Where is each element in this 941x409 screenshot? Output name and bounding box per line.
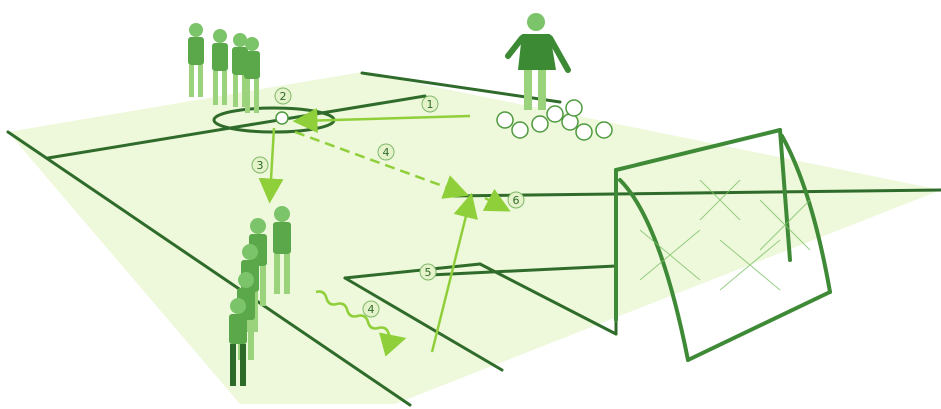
ball-icon bbox=[547, 106, 563, 122]
svg-text:3: 3 bbox=[257, 159, 264, 172]
svg-text:4: 4 bbox=[383, 146, 390, 159]
ball-icon bbox=[596, 122, 612, 138]
step-label-5: 5 bbox=[420, 264, 436, 280]
player-figure bbox=[188, 23, 204, 97]
ball-icon bbox=[276, 112, 288, 124]
player-figure bbox=[212, 29, 228, 105]
player-group-top bbox=[188, 23, 260, 113]
step-label-1: 1 bbox=[422, 96, 438, 112]
step-label-2: 2 bbox=[275, 88, 291, 104]
svg-text:1: 1 bbox=[427, 98, 434, 111]
step-label-4-dashed: 4 bbox=[378, 144, 394, 160]
step-label-6: 6 bbox=[508, 192, 524, 208]
ball-icon bbox=[566, 100, 582, 116]
ball-icon bbox=[576, 124, 592, 140]
ball-icon bbox=[532, 116, 548, 132]
svg-text:4: 4 bbox=[368, 303, 375, 316]
svg-text:2: 2 bbox=[280, 90, 287, 103]
step-label-4-dribble: 4 bbox=[363, 301, 379, 317]
ball-icon bbox=[497, 112, 513, 128]
svg-text:6: 6 bbox=[513, 194, 520, 207]
ball-icon bbox=[512, 122, 528, 138]
svg-text:5: 5 bbox=[425, 266, 432, 279]
step-label-3: 3 bbox=[252, 157, 268, 173]
